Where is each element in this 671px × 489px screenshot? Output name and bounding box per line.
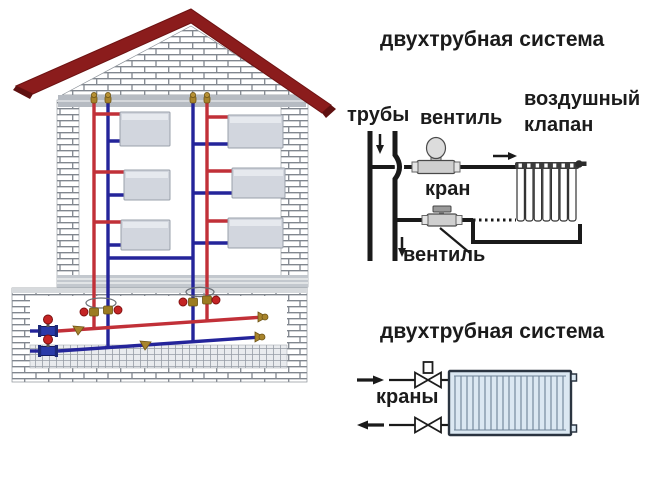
riser-valve-icon <box>178 297 198 307</box>
brass-end-fitting-icon <box>257 311 269 323</box>
globe-valve-icon <box>411 136 461 175</box>
label-pipes: трубы <box>347 104 410 126</box>
supply-pipes-red <box>57 100 265 333</box>
brass-end-fitting-icon <box>254 331 266 343</box>
header-pipe-return <box>392 131 402 261</box>
left-brick-wall <box>56 99 80 288</box>
basement-return-main <box>57 335 262 353</box>
riser-brass-caps <box>90 92 211 104</box>
radiator-tab <box>570 373 578 382</box>
air-valve-icon <box>575 160 587 168</box>
panel-radiator-scheme-diagram <box>357 361 578 437</box>
handwheel-rim-icon <box>85 297 117 309</box>
ball-valve-icon <box>421 205 463 227</box>
arrow-down-icon <box>376 134 384 154</box>
riser-valve-icon <box>202 295 221 305</box>
flow-arrows <box>376 134 517 257</box>
diagram-top-title: двухтрубная система <box>380 28 605 51</box>
radiator <box>119 111 171 147</box>
roof-left-edge <box>13 86 33 99</box>
label-air-valve: воздушный клапан <box>524 88 641 136</box>
radiator <box>120 219 171 251</box>
basement-equipment <box>30 286 269 357</box>
riser-valve-icon <box>103 305 123 315</box>
radiator <box>227 114 284 149</box>
radiator <box>231 167 286 199</box>
basement-supply-main <box>57 315 265 333</box>
floor-beam <box>57 275 308 288</box>
brass-cap-icon <box>203 92 211 104</box>
arrow-right-icon <box>493 152 517 160</box>
arrow-left-icon <box>357 420 384 430</box>
bowtie-valve-icon <box>414 361 442 390</box>
riser-valve-icon <box>79 307 99 317</box>
radiator <box>227 217 284 249</box>
sectional-radiator <box>515 160 587 222</box>
shutoff-valve-icon <box>30 334 58 357</box>
arrow-right-icon <box>357 375 384 385</box>
return-loop-pipe <box>471 220 582 244</box>
radiator <box>123 169 171 201</box>
handwheel-rim-icon <box>185 286 215 298</box>
brass-cap-icon <box>90 92 98 104</box>
label-valve-upper: вентиль <box>420 107 503 129</box>
radiator-tab <box>570 424 578 433</box>
strainer-icon <box>72 325 85 336</box>
label-pointer-line <box>439 227 471 254</box>
arrow-down-icon <box>398 237 406 257</box>
label-valve-lower: вентиль <box>403 244 486 266</box>
brass-cap-icon <box>189 92 197 104</box>
strainer-icon <box>139 340 152 351</box>
basement-ledge <box>12 288 307 293</box>
roof-right-edge <box>322 105 336 118</box>
house-cutaway-illustration <box>11 8 336 383</box>
radiators <box>119 111 286 251</box>
basement-floor-grid <box>29 344 288 369</box>
roof <box>13 8 336 118</box>
bowtie-valve-icon <box>414 415 442 435</box>
lintel-beam <box>58 95 306 107</box>
panel-radiator <box>447 369 578 437</box>
label-tap: кран <box>425 178 471 200</box>
two-pipe-scheme-diagram <box>367 131 587 261</box>
label-taps: краны <box>376 386 439 408</box>
brass-cap-icon <box>104 92 112 104</box>
diagram-bottom-title: двухтрубная система <box>380 320 605 343</box>
